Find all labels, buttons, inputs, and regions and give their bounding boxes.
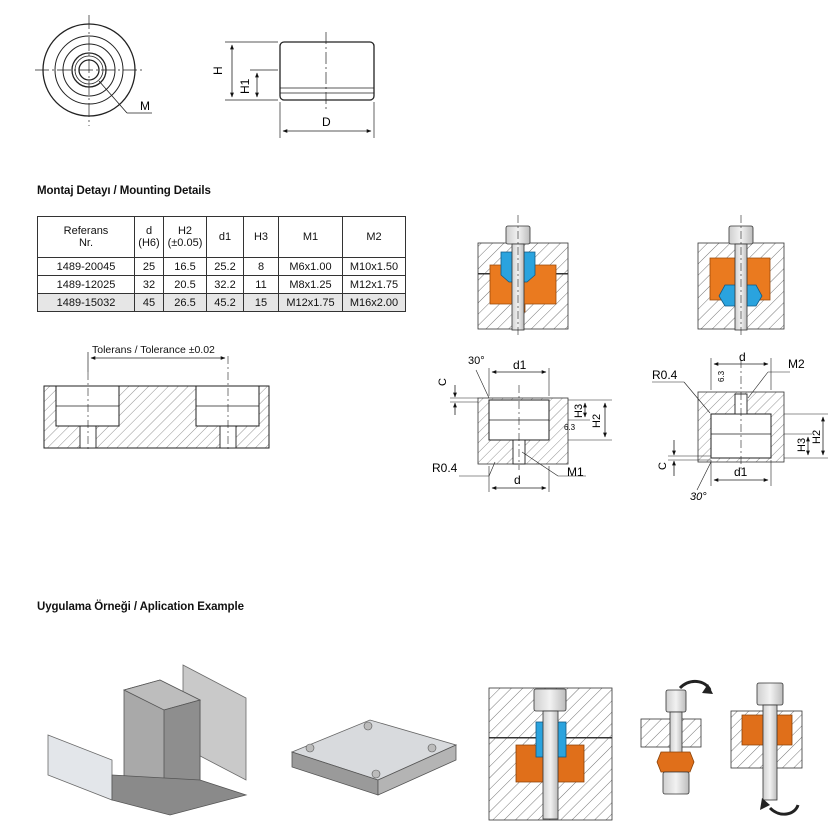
label-h: H: [211, 66, 225, 75]
detail-right-h3: H3: [796, 438, 808, 452]
detail-right-d: d: [739, 350, 746, 364]
detail-left-c: C: [437, 378, 449, 386]
detail-left-h3: H3: [573, 404, 585, 418]
table-cell: 32.2: [206, 275, 244, 294]
detail-right-d1: d1: [734, 465, 748, 479]
table-cell: 15: [243, 293, 279, 312]
label-h1: H1: [238, 78, 252, 94]
fixture-assembly-image: [47, 664, 248, 816]
table-row: 1489-20045 25 16.5 25.2 8 M6x1.00 M10x1.…: [37, 257, 406, 276]
detail-right-c: C: [657, 462, 669, 470]
table-cell: 45: [134, 293, 164, 312]
detail-left-r: R0.4: [432, 461, 458, 475]
detail-left-d1: d1: [513, 358, 527, 372]
table-cell: M12x1.75: [278, 293, 343, 312]
mounting-plate-section: [43, 352, 270, 452]
table-cell: 8: [243, 257, 279, 276]
table-cell: M8x1.25: [278, 275, 343, 294]
detail-left-finish: 6.3: [564, 423, 576, 432]
table-cell: M12x1.75: [342, 275, 406, 294]
table-cell: 1489-15032: [37, 293, 135, 312]
detail-right-h2: H2: [811, 430, 823, 444]
table-row: 1489-15032 45 26.5 45.2 15 M12x1.75 M16x…: [37, 293, 406, 312]
table-cell: 11: [243, 275, 279, 294]
detail-drawing-right: [652, 358, 828, 491]
table-cell: 25.2: [206, 257, 244, 276]
detail-left-d: d: [514, 473, 521, 487]
table-cell: 26.5: [163, 293, 207, 312]
screw-rotation-image-2: [730, 682, 803, 816]
label-m: M: [140, 99, 150, 113]
application-section-image: [488, 687, 613, 821]
side-view-drawing: [225, 32, 375, 138]
detail-right-angle: 30°: [690, 491, 707, 503]
detail-left-h2: H2: [591, 414, 603, 428]
detail-left-angle: 30°: [468, 355, 485, 367]
plate-with-cylinders-image: [290, 719, 458, 796]
detail-right-finish: 6.3: [717, 370, 726, 382]
application-example-heading: Uygulama Örneği / Aplication Example: [37, 601, 244, 613]
detail-drawing-left: [450, 368, 612, 492]
assembly-section-2: [697, 215, 785, 335]
table-cell: 25: [134, 257, 164, 276]
table-cell: M6x1.00: [278, 257, 343, 276]
label-d: D: [322, 115, 331, 129]
tolerance-label: Tolerans / Tolerance ±0.02: [92, 344, 215, 356]
detail-left-m1: M1: [567, 465, 584, 479]
top-view-drawing: [35, 15, 152, 126]
table-cell: M10x1.50: [342, 257, 406, 276]
col-header-m1: M1: [278, 216, 343, 258]
table-cell: 16.5: [163, 257, 207, 276]
assembly-section-1: [477, 215, 569, 335]
detail-right-r: R0.4: [652, 368, 678, 382]
table-cell: 45.2: [206, 293, 244, 312]
screw-rotation-image-1: [640, 680, 713, 795]
col-header-d1: d1: [206, 216, 244, 258]
table-row: 1489-12025 32 20.5 32.2 11 M8x1.25 M12x1…: [37, 275, 406, 294]
table-cell: 32: [134, 275, 164, 294]
table-cell: M16x2.00: [342, 293, 406, 312]
detail-right-m2: M2: [788, 357, 805, 371]
col-header-d: d(H6): [134, 216, 164, 258]
table-cell: 1489-12025: [37, 275, 135, 294]
col-header-m2: M2: [342, 216, 406, 258]
col-header-h2: H2(±0.05): [163, 216, 207, 258]
table-cell: 20.5: [163, 275, 207, 294]
mounting-details-heading: Montaj Detayı / Mounting Details: [37, 185, 211, 197]
col-header-h3: H3: [243, 216, 279, 258]
table-cell: 1489-20045: [37, 257, 135, 276]
